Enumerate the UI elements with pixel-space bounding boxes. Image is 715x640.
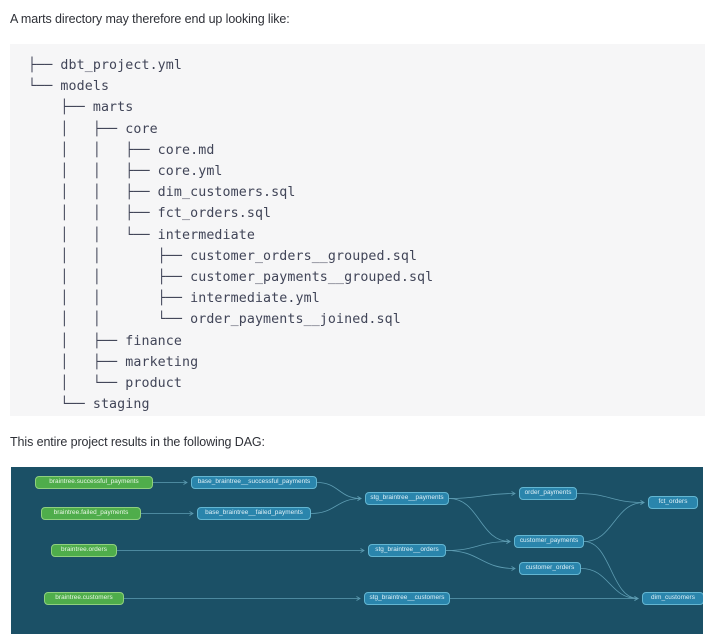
dag-node-dim_customers[interactable]: dim_customers	[642, 592, 703, 605]
dag-edge	[448, 493, 516, 499]
dag-node-stg_braintree_payments[interactable]: stg_braintree__payments	[365, 492, 449, 505]
code-line: │ │ └── order_payments__joined.sql	[28, 312, 401, 328]
dag-node-customer_payments[interactable]: customer_payments	[514, 535, 584, 548]
code-line: │ │ ├── fct_orders.sql	[28, 206, 272, 222]
dag-edge	[310, 498, 362, 514]
dag-edge-arrow	[357, 496, 362, 501]
code-line: │ ├── marketing	[28, 354, 199, 370]
dag-edge-arrow	[506, 539, 511, 544]
dag-node-customer_orders[interactable]: customer_orders	[519, 562, 581, 575]
dag-edge	[583, 541, 639, 599]
code-line: │ ├── core	[28, 121, 158, 137]
dag-edge	[316, 482, 362, 499]
dag-edge	[580, 568, 639, 599]
code-line: │ │ ├── customer_payments__grouped.sql	[28, 270, 434, 286]
code-line: └── models	[28, 79, 110, 95]
directory-tree-code-block: ├── dbt_project.yml└── models ├── marts …	[10, 44, 705, 416]
dag-edge	[576, 493, 645, 503]
dag-node-braintree_orders[interactable]: braintree.orders	[51, 544, 117, 557]
code-lines: ├── dbt_project.yml└── models ├── marts …	[28, 55, 705, 415]
code-line: ├── marts	[28, 100, 134, 116]
dag-edge-arrow	[640, 500, 645, 505]
dag-node-fct_orders[interactable]: fct_orders	[648, 496, 698, 509]
dag-node-braintree_customers[interactable]: braintree.customers	[44, 592, 124, 605]
dag-edge-arrow	[356, 596, 361, 601]
dag-edge-layer	[117, 480, 645, 601]
dag-edge-arrow	[511, 566, 516, 571]
code-line: ├── dbt_project.yml	[28, 58, 183, 73]
code-line: │ │ ├── dim_customers.sql	[28, 185, 296, 201]
code-line: │ │ ├── core.md	[28, 142, 215, 158]
intro-paragraph: A marts directory may therefore end up l…	[10, 12, 290, 26]
code-line: │ │ ├── customer_orders__grouped.sql	[28, 248, 418, 264]
code-line: │ └── product	[28, 376, 183, 392]
code-line: │ │ ├── core.yml	[28, 164, 223, 180]
dag-edge-arrow	[360, 548, 365, 553]
dag-node-base_braintree_successful_payments[interactable]: base_braintree__successful_payments	[191, 476, 317, 489]
dag-node-order_payments[interactable]: order_payments	[519, 487, 577, 500]
code-line: │ ├── finance	[28, 333, 183, 349]
dag-edge	[445, 541, 511, 551]
dag-edge	[583, 502, 645, 542]
dag-node-stg_braintree_customers[interactable]: stg_braintree__customers	[364, 592, 450, 605]
dag-edge	[448, 498, 511, 542]
dag-caption: This entire project results in the follo…	[10, 435, 265, 449]
dag-node-stg_braintree_orders[interactable]: stg_braintree__orders	[368, 544, 446, 557]
dag-node-base_braintree_failed_payments[interactable]: base_braintree__failed_payments	[197, 507, 311, 520]
dag-node-braintree_successful_payments[interactable]: braintree.successful_payments	[35, 476, 153, 489]
dag-edge-arrow	[183, 480, 188, 485]
dag-node-braintree_failed_payments[interactable]: braintree.failed_payments	[41, 507, 141, 520]
code-line: └── staging	[28, 397, 150, 413]
dag-diagram[interactable]: braintree.successful_payments braintree.f…	[11, 467, 703, 634]
dag-edge	[445, 550, 516, 569]
dag-edge-arrow	[511, 491, 516, 496]
dag-edge-arrow	[189, 511, 194, 516]
dag-edge-arrow	[634, 596, 639, 601]
code-line: │ │ └── intermediate	[28, 227, 255, 243]
code-line: │ │ ├── intermediate.yml	[28, 291, 320, 307]
